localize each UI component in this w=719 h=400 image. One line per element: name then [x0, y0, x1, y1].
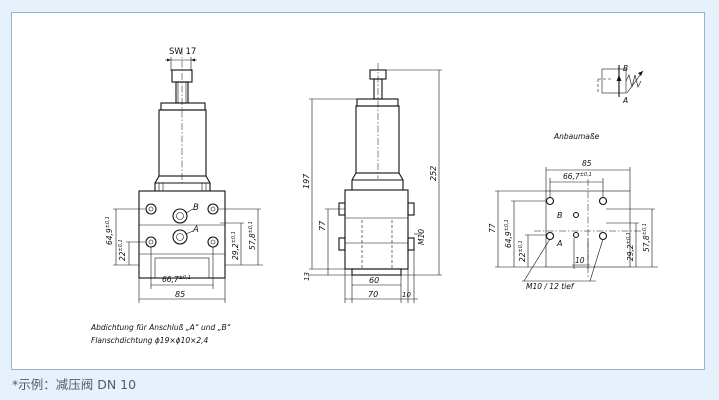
- sealing-note-line2: Flanschdichtung ϕ19×ϕ10×2,4: [91, 336, 209, 345]
- wrench-size-label: SW 17: [169, 47, 196, 57]
- mount-dim-spacing: 66,7±0,1: [563, 172, 592, 181]
- thread-note: M10 / 12 tief: [526, 282, 575, 291]
- thread-m10: M10: [417, 229, 426, 245]
- symbol-port-b: B: [623, 64, 628, 73]
- dim-77: 77: [318, 220, 327, 231]
- port-b-label: B: [193, 203, 199, 213]
- symbol-port-a: A: [622, 96, 628, 105]
- mount-dim-64-9: 64,9±0,1: [504, 219, 513, 248]
- dim-252: 252: [429, 166, 438, 181]
- mount-dim-29-2: 29,2±0,1: [626, 232, 635, 261]
- front-view: SW 17 B A: [90, 47, 263, 345]
- figure-caption: *示例：减压阀 DN 10: [12, 377, 137, 392]
- dim-60: 60: [369, 276, 379, 285]
- dim-10: 10: [402, 291, 411, 299]
- dim-mid: 29,2±0,1: [231, 231, 240, 260]
- dim-13: 13: [303, 272, 311, 281]
- drawing-frame: SW 17 B A: [11, 12, 705, 370]
- mount-dim-22: 22±0,1: [518, 240, 527, 262]
- side-view: 197 77 13 252 M10 60 70 10: [302, 63, 442, 303]
- dim-low: 22±0,1: [118, 239, 127, 261]
- mounting-view: Anbaumaße B A 85 66,7±0,1 77 64,9±0,1 22: [488, 132, 658, 291]
- sealing-note-line1: Abdichtung für Anschluß „A“ und „B“: [90, 323, 231, 332]
- mount-port-b: B: [557, 211, 563, 220]
- valve-symbol: B A: [597, 64, 644, 105]
- mount-port-a: A: [556, 239, 562, 248]
- mount-dim-77: 77: [488, 223, 497, 233]
- dim-197: 197: [302, 173, 311, 189]
- mount-dim-85: 85: [582, 159, 592, 168]
- dim-height: 64,9±0,1: [105, 216, 114, 245]
- mount-dim-57-8: 57,8±0,1: [642, 223, 651, 252]
- mounting-title: Anbaumaße: [553, 132, 600, 141]
- mount-dim-10: 10: [575, 256, 585, 265]
- dim-spacing: 66,7±0,1: [162, 275, 191, 284]
- technical-drawing: SW 17 B A: [90, 47, 658, 345]
- dim-width: 85: [175, 290, 185, 299]
- port-a-label: A: [192, 225, 199, 235]
- dim-right: 57,8±0,1: [248, 221, 257, 250]
- dim-70: 70: [368, 290, 378, 299]
